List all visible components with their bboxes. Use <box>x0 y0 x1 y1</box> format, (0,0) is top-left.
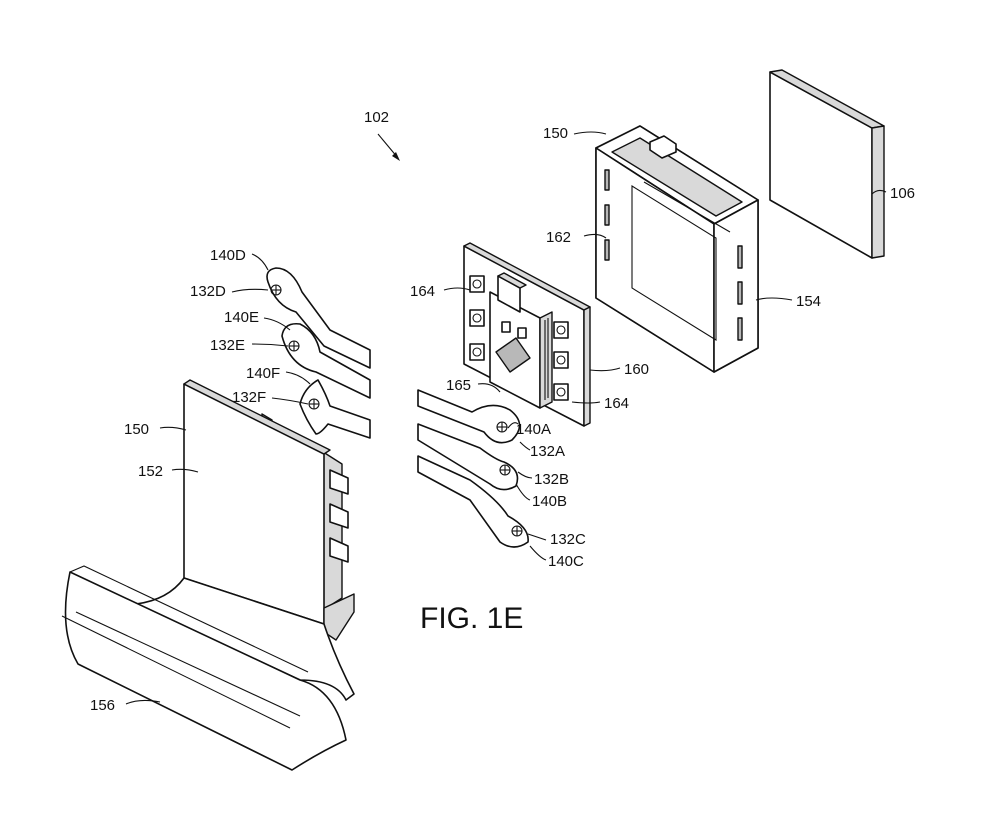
leader-lines <box>125 131 887 705</box>
arm-140D <box>266 267 371 369</box>
label-165: 165 <box>446 377 471 394</box>
label-150-top: 150 <box>543 125 568 142</box>
label-132C: 132C <box>550 531 586 548</box>
arm-140A <box>417 389 521 444</box>
label-154: 154 <box>796 293 821 310</box>
arm-140E <box>281 322 371 399</box>
arm-140F <box>299 379 371 439</box>
components-left <box>469 275 485 361</box>
label-150-bottom: 150 <box>124 421 149 438</box>
arm-140C <box>417 455 529 548</box>
label-156: 156 <box>90 697 115 714</box>
label-140B: 140B <box>532 493 567 510</box>
label-152: 152 <box>138 463 163 480</box>
label-140E: 140E <box>224 309 259 326</box>
label-140F: 140F <box>246 365 280 382</box>
label-132B: 132B <box>534 471 569 488</box>
label-132A: 132A <box>530 443 565 460</box>
board-160 <box>463 242 591 427</box>
label-164-left: 164 <box>410 283 435 300</box>
arm-140B <box>417 423 519 491</box>
label-102: 102 <box>364 109 389 126</box>
label-132D: 132D <box>190 283 226 300</box>
label-162: 162 <box>546 229 571 246</box>
panel-106 <box>769 69 885 259</box>
label-140A: 140A <box>516 421 551 438</box>
reference-labels: 102 150 106 162 154 164 160 165 164 140A… <box>90 109 915 714</box>
label-164-right: 164 <box>604 395 629 412</box>
components-right <box>553 321 569 401</box>
frame-154 <box>595 125 759 373</box>
label-160: 160 <box>624 361 649 378</box>
label-106: 106 <box>890 185 915 202</box>
label-132F: 132F <box>232 389 266 406</box>
figure-caption: FIG. 1E <box>420 602 523 635</box>
label-132E: 132E <box>210 337 245 354</box>
label-140C: 140C <box>548 553 584 570</box>
housing-150 <box>61 379 355 771</box>
label-140D: 140D <box>210 247 246 264</box>
